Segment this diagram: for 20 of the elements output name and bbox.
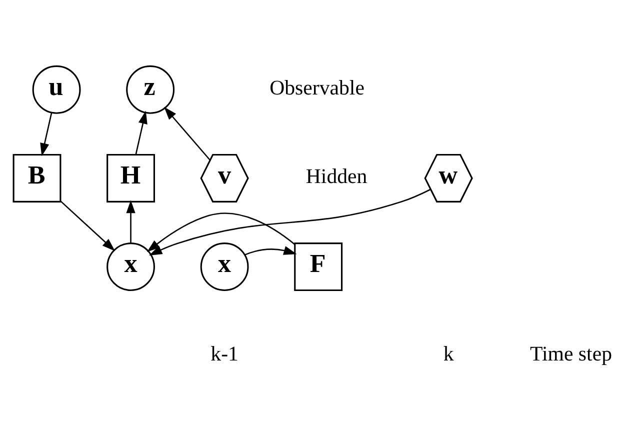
label: k [443,341,454,366]
node-circle: u [32,65,81,114]
arrow [244,246,297,256]
label: Observable [270,76,364,100]
arrow [149,188,431,256]
arrow [60,200,116,252]
arrow [135,110,148,154]
node-box: H [106,154,155,202]
arrow [146,212,296,252]
label: Time step [530,341,612,366]
node-circle: x [200,242,249,291]
label: Hidden [306,164,368,188]
arrow [40,112,52,156]
label: k-1 [210,341,238,366]
arrow [164,106,211,161]
node-circle: x [106,242,155,291]
arrow [126,200,136,243]
node-circle: z [126,65,175,114]
node-box: F [294,242,343,291]
node-box: B [12,154,62,202]
